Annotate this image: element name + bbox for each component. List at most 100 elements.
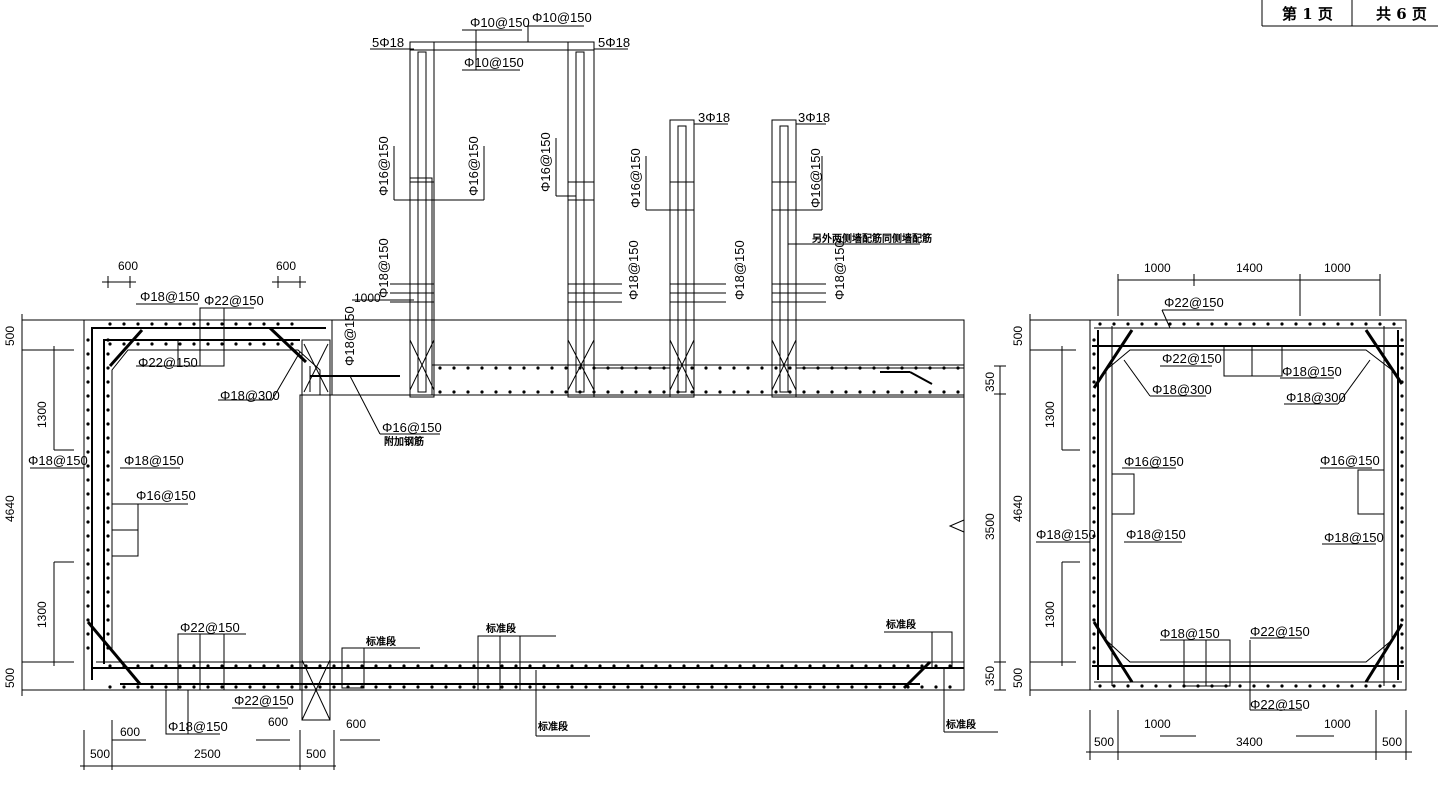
note-standard-segment-4: 标准段 — [885, 618, 916, 631]
rebar-dot — [1400, 450, 1404, 454]
rebar-dot — [1400, 380, 1404, 384]
rebar-dot — [892, 685, 896, 689]
rebar-dot — [1400, 548, 1404, 552]
page-number: 第 1 页 — [1282, 5, 1333, 23]
rebar-dot — [452, 390, 456, 394]
dim-350-right-top: 350 — [983, 372, 997, 392]
rebar-dot — [234, 664, 238, 668]
rebar-dot — [458, 664, 462, 668]
rebar-dot — [634, 390, 638, 394]
rebar-dot — [794, 664, 798, 668]
rebar-dot — [1092, 338, 1096, 342]
rebar-dot — [1210, 322, 1214, 326]
rebar-dot — [696, 664, 700, 668]
rebar-dot — [934, 685, 938, 689]
rebar-dot — [346, 664, 350, 668]
rebar-dot — [1364, 684, 1368, 688]
dim-1000-top-left: 1000 — [1144, 261, 1171, 275]
rebar-dot — [86, 576, 90, 580]
dim-500-bot-left: 500 — [90, 747, 110, 761]
rebar-dot — [1336, 322, 1340, 326]
rebar-dot — [1098, 322, 1102, 326]
rebar-label-r-right-18: Φ18@150 — [1324, 530, 1384, 545]
rebar-dot — [86, 506, 90, 510]
rebar-dot — [900, 390, 904, 394]
rebar-dot — [86, 646, 90, 650]
rebar-dot — [1112, 322, 1116, 326]
rebar-dot — [220, 685, 224, 689]
rebar-label-vert-18: Φ18@150 — [342, 306, 357, 366]
rebar-dot — [106, 450, 110, 454]
rebar-label-inner-22: Φ22@150 — [138, 355, 198, 370]
rebar-dot — [1350, 684, 1354, 688]
rebar-dot — [948, 664, 952, 668]
rebar-dot — [774, 366, 778, 370]
rebar-dot — [1400, 632, 1404, 636]
rebar-dot — [276, 322, 280, 326]
rebar-dot — [122, 322, 126, 326]
rebar-dot — [178, 685, 182, 689]
rebar-dot — [564, 366, 568, 370]
rebar-dot — [598, 685, 602, 689]
rebar-dot — [906, 664, 910, 668]
rebar-dot — [1400, 562, 1404, 566]
rebar-label-top-10-c: Φ10@150 — [464, 55, 524, 70]
rebar-dot — [262, 664, 266, 668]
rebar-dot — [760, 390, 764, 394]
dim-1400-top: 1400 — [1236, 261, 1263, 275]
rebar-dot — [234, 342, 238, 346]
rebar-label-corner-18: Φ18@300 — [220, 388, 280, 403]
rebar-dot — [290, 664, 294, 668]
rebar-dot — [192, 664, 196, 668]
rebar-dot — [1140, 684, 1144, 688]
rebar-label-extra-16: Φ16@150 — [382, 420, 442, 435]
rebar-dot — [732, 390, 736, 394]
rebar-dot — [1400, 534, 1404, 538]
rebar-dot — [164, 664, 168, 668]
rebar-dot — [1266, 322, 1270, 326]
rebar-dot — [486, 664, 490, 668]
rebar-dot — [556, 685, 560, 689]
rebar-dot — [788, 390, 792, 394]
rebar-dot — [86, 590, 90, 594]
rebar-label-top-18: Φ18@150 — [140, 289, 200, 304]
rebar-dot — [1224, 684, 1228, 688]
rebar-label-r-bot-22: Φ22@150 — [1250, 624, 1310, 639]
rebar-dot — [780, 664, 784, 668]
rebar-dot — [514, 664, 518, 668]
rebar-dot — [480, 390, 484, 394]
rebar-dot — [150, 685, 154, 689]
rebar-dot — [522, 366, 526, 370]
rebar-dot — [690, 366, 694, 370]
rebar-dot — [752, 664, 756, 668]
rebar-dot — [106, 562, 110, 566]
rebar-dot — [1092, 464, 1096, 468]
rebar-dot — [466, 390, 470, 394]
rebar-dot — [466, 366, 470, 370]
rebar-dot — [522, 390, 526, 394]
rebar-dot — [1400, 394, 1404, 398]
dim-1000-bot-right: 1000 — [1324, 717, 1351, 731]
rebar-dot — [1252, 684, 1256, 688]
rebar-dot — [620, 390, 624, 394]
rebar-dot — [914, 390, 918, 394]
rebar-dot — [500, 685, 504, 689]
rebar-dot — [1092, 422, 1096, 426]
rebar-dot — [1092, 520, 1096, 524]
rebar-dot — [480, 366, 484, 370]
rebar-dot — [808, 664, 812, 668]
rebar-dot — [844, 390, 848, 394]
rebar-dot — [724, 664, 728, 668]
rebar-dot — [1322, 322, 1326, 326]
rebar-dot — [136, 685, 140, 689]
rebar-dot — [86, 548, 90, 552]
rebar-dot — [86, 380, 90, 384]
rebar-dot — [486, 685, 490, 689]
rebar-dot — [872, 390, 876, 394]
rebar-label-w2-18: Φ18@150 — [626, 240, 641, 300]
rebar-dot — [864, 685, 868, 689]
rebar-dot — [928, 390, 932, 394]
rebar-dot — [472, 664, 476, 668]
rebar-label-w3-18: Φ18@150 — [732, 240, 747, 300]
note-extra-rebar: 附加钢筋 — [384, 435, 424, 448]
